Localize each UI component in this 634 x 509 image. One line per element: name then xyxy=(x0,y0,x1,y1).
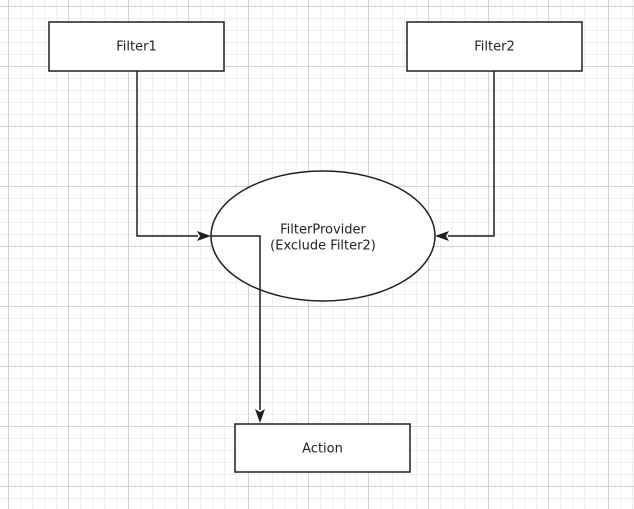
action-box xyxy=(234,423,411,473)
edge-provider-line xyxy=(211,235,261,410)
edge-filter2-to-provider xyxy=(435,71,495,241)
edge-filter2-line xyxy=(448,71,495,237)
edge-filter1-line xyxy=(136,71,198,237)
arrowhead-icon xyxy=(255,409,265,423)
filter2-label: Filter2 xyxy=(474,40,514,55)
edge-provider-to-action xyxy=(211,235,265,423)
filter-provider-label: FilterProvider xyxy=(280,223,366,238)
filter1-box xyxy=(48,21,225,72)
filter-provider-node[interactable]: FilterProvider (Exclude Filter2) xyxy=(210,170,436,302)
edge-filter1-to-provider xyxy=(136,71,211,241)
filter1-label: Filter1 xyxy=(116,40,156,55)
filter2-node[interactable]: Filter2 xyxy=(406,21,583,72)
filter1-node[interactable]: Filter1 xyxy=(48,21,225,72)
arrowhead-icon xyxy=(197,231,211,241)
filter2-box xyxy=(406,21,583,72)
arrowhead-icon xyxy=(435,231,449,241)
filter-provider-sublabel: (Exclude Filter2) xyxy=(270,239,376,254)
action-label: Action xyxy=(302,442,343,457)
action-node[interactable]: Action xyxy=(234,423,411,473)
